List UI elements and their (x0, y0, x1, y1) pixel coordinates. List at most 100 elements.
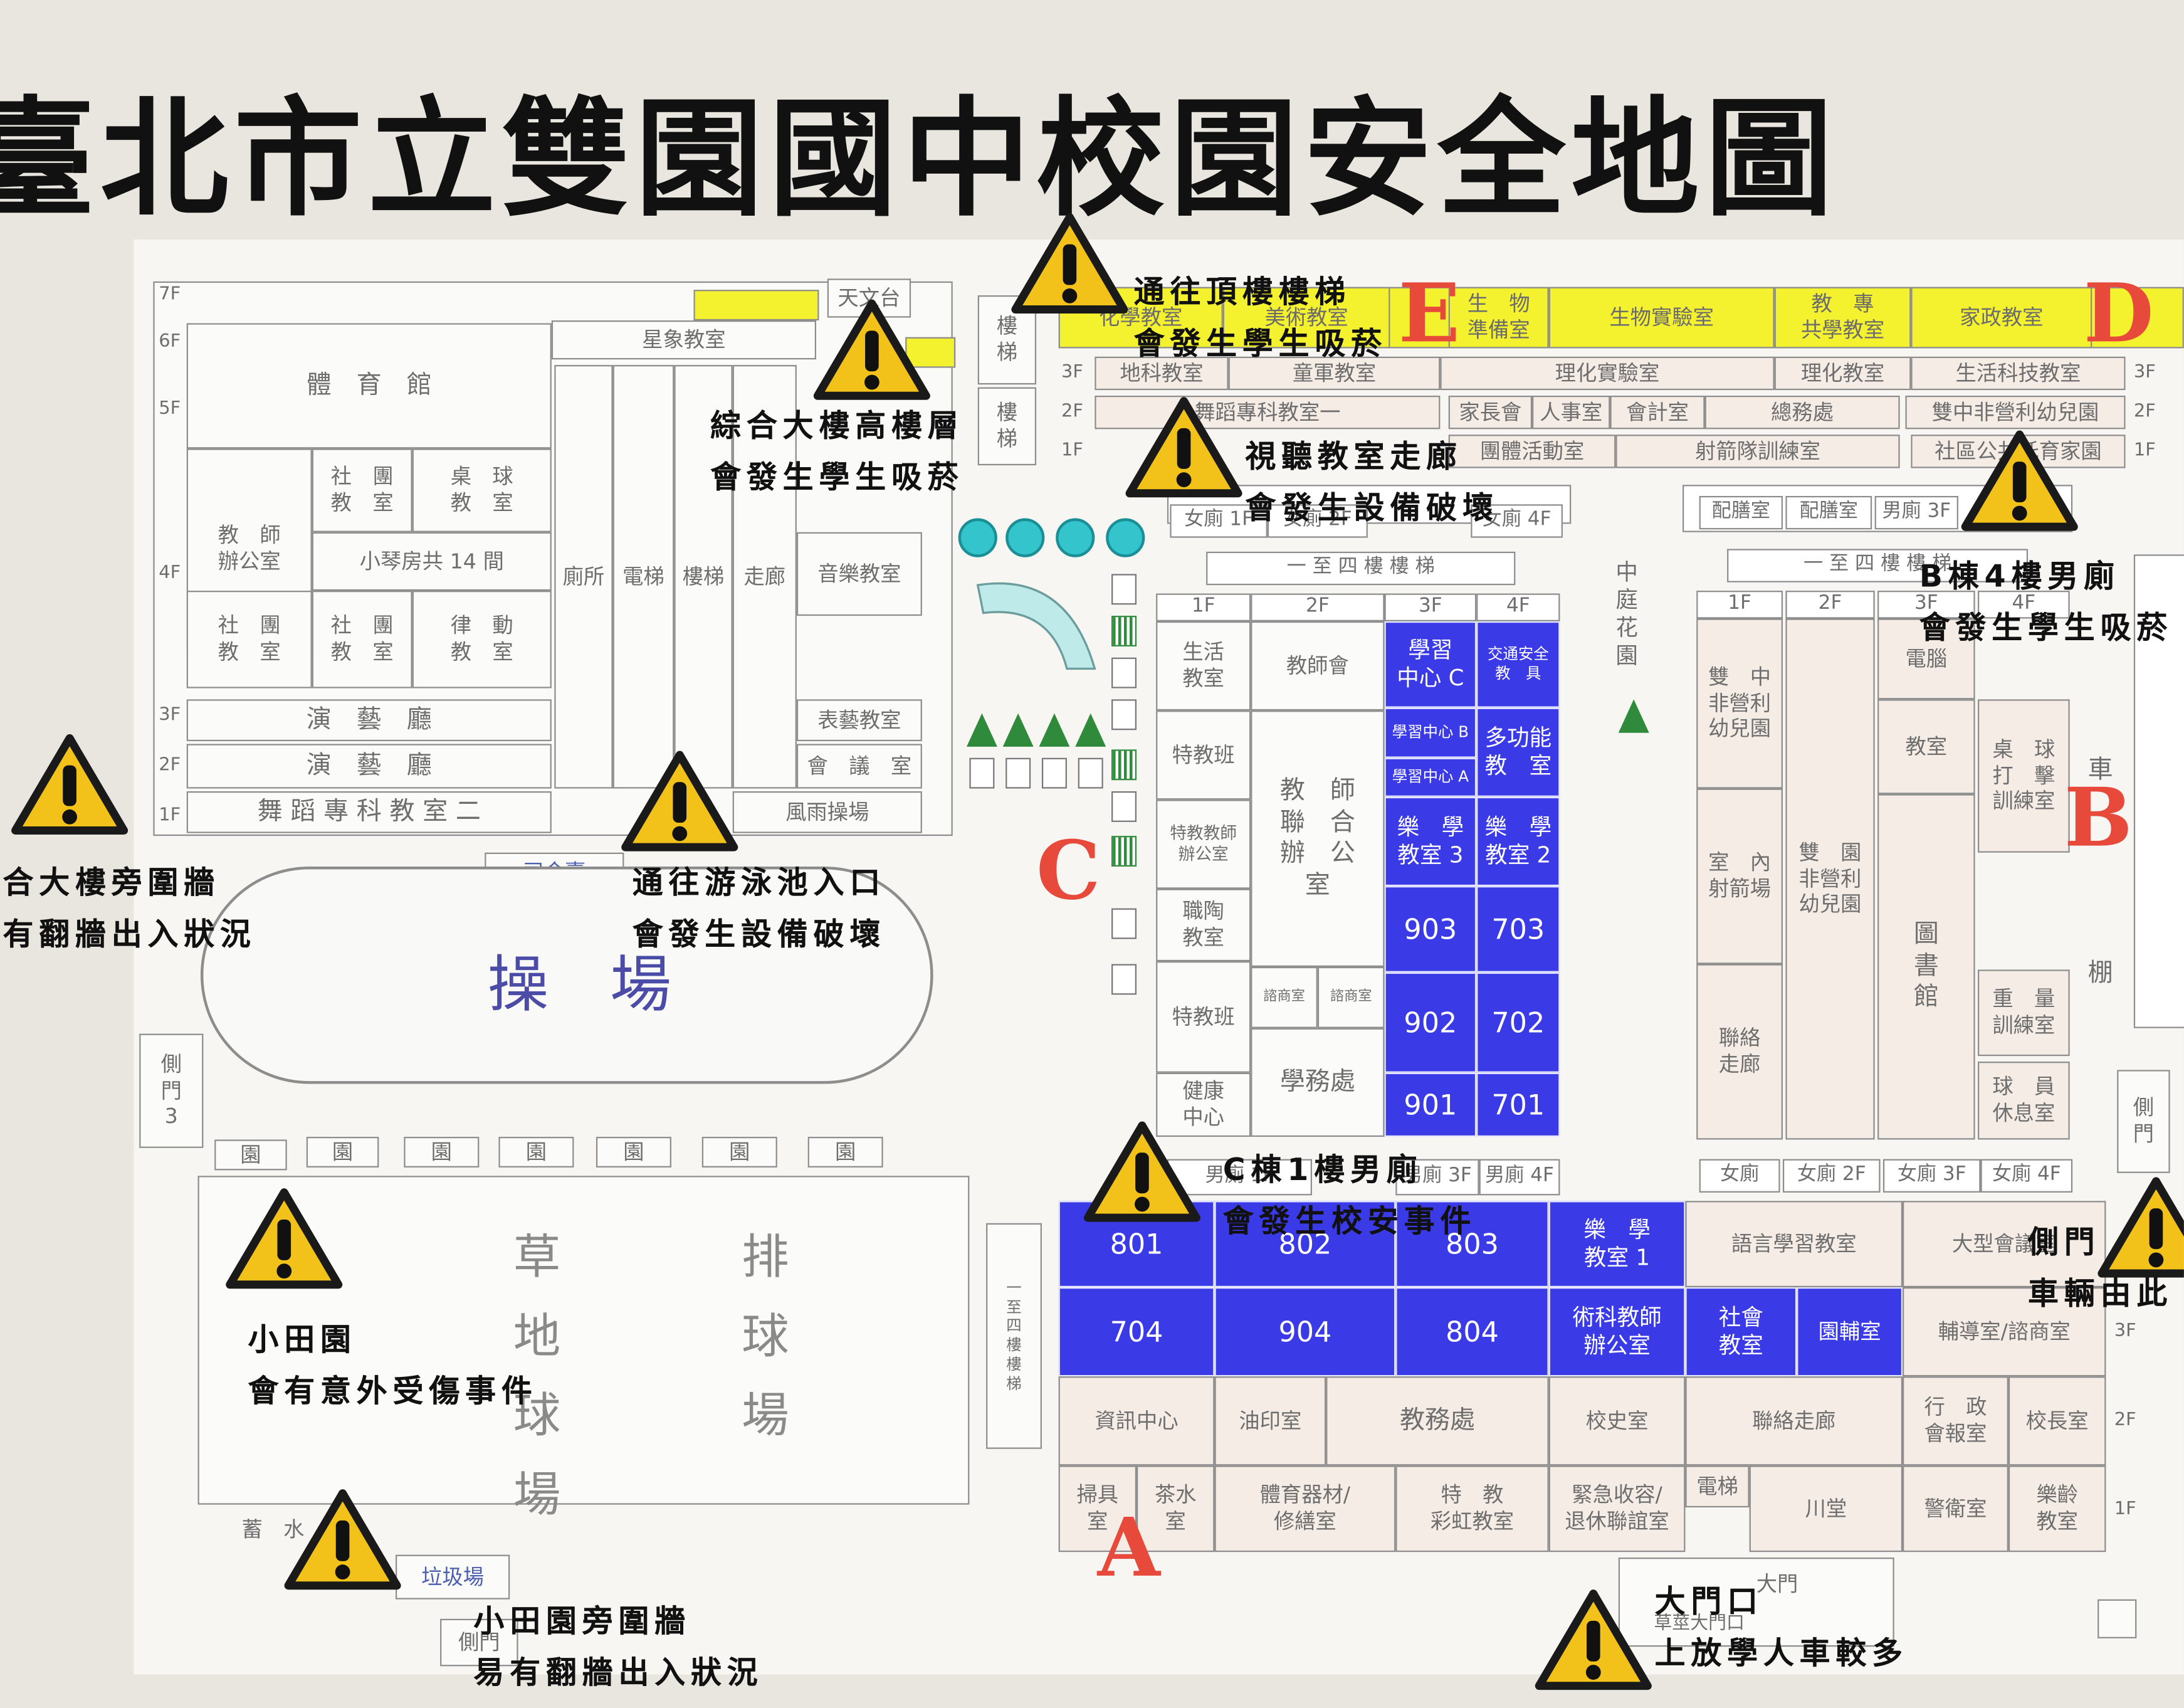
room-cleaning: 掃具 室 (1058, 1465, 1137, 1552)
bench (969, 757, 995, 789)
b-preschool-2: 雙 園 非營利 幼兒園 (1785, 618, 1875, 1140)
room-multipurpose: 多功能 教 室 (1476, 707, 1560, 797)
garden-plot: 園 (306, 1137, 379, 1168)
room-tea: 茶水 室 (1137, 1465, 1215, 1552)
c-hdr-4f: 4F (1476, 593, 1560, 621)
room-counseling: 輔導室/諮商室 (1903, 1287, 2106, 1377)
room-joy-3: 樂 學 教室 3 (1384, 796, 1477, 887)
room-elevator-a: 電梯 (1685, 1465, 1750, 1508)
west-toilets: 廁所 (554, 365, 613, 789)
warning-icon (1125, 396, 1242, 498)
room-804[interactable]: 804 (1395, 1287, 1549, 1377)
room-704[interactable]: 704 (1058, 1287, 1215, 1377)
room-803[interactable]: 803 (1395, 1201, 1549, 1287)
room-art-teacher: 術科教師 辦公室 (1548, 1287, 1686, 1377)
bench (1111, 908, 1137, 939)
room-teacher-union: 教師會 (1251, 621, 1385, 711)
running-track (200, 866, 933, 1084)
bench (1078, 757, 1103, 789)
b-hdr-2f: 2F (1785, 591, 1875, 619)
c-toilet-4f: 女廁 4F (1471, 504, 1563, 538)
warning-b4-toilet: B棟4樓男廁 會發生學生吸菸 (1919, 560, 2173, 647)
room-scout: 童軍教室 (1228, 356, 1441, 391)
room-home-ec: 家政教室 (1911, 287, 2092, 349)
room-joy-1: 樂 學 教室 1 (1548, 1201, 1686, 1287)
b-toilet-3f: 男廁 3F (1874, 495, 1958, 530)
warning-c1-toilet: C棟1樓男廁 會發生校安事件 (1222, 1153, 1477, 1241)
pond-circle (1106, 518, 1145, 557)
side-gate-3[interactable]: 側 門 3 (139, 1033, 204, 1148)
room-pta: 家長會 (1448, 396, 1533, 430)
room-802[interactable]: 802 (1214, 1201, 1396, 1287)
main-gate-sub: 草莖大門口 (1654, 1613, 1745, 1634)
room-social: 社會 教室 (1685, 1287, 1797, 1377)
pond-circle (1056, 518, 1095, 557)
room-701[interactable]: 701 (1476, 1072, 1560, 1137)
room-learning-b: 學習中心 B (1384, 707, 1477, 758)
d-floor-2f: 2F (1061, 401, 1084, 423)
garden-plot: 園 (214, 1139, 287, 1171)
room-theater-3f: 演 藝 廳 (186, 699, 552, 742)
room-admin-meeting: 行 政 會報室 (1903, 1376, 2008, 1466)
floor-label-5f: 5F (159, 398, 181, 419)
garden-plot: 園 (807, 1137, 883, 1168)
room-colearn: 教 專 共學教室 (1774, 287, 1911, 349)
warning-icon (226, 1187, 343, 1290)
room-904[interactable]: 904 (1214, 1287, 1396, 1377)
warning-icon (11, 733, 129, 836)
a-floor-3f: 3F (2114, 1321, 2136, 1342)
room-903[interactable]: 903 (1384, 886, 1477, 973)
room-life: 生活 教室 (1156, 621, 1251, 711)
tree-icon (1002, 713, 1034, 747)
room-personnel: 人事室 (1532, 396, 1610, 430)
bench (1111, 657, 1137, 688)
room-physics-lab: 理化實驗室 (1440, 356, 1775, 391)
building-letter-b: B (2064, 770, 2133, 865)
b-corridor: 聯絡 走廊 (1696, 964, 1783, 1140)
room-special-1: 特教班 (1156, 710, 1251, 800)
room-902[interactable]: 902 (1384, 972, 1477, 1073)
pond-circle (958, 518, 997, 557)
room-emergency: 緊急收容/ 退休聯誼室 (1548, 1465, 1686, 1552)
side-gate-right[interactable]: 側 門 (2117, 1070, 2170, 1173)
room-901[interactable]: 901 (1384, 1072, 1477, 1137)
room-piano: 小琴房共 14 間 (312, 532, 552, 591)
d-floor-3f-r: 3F (2133, 362, 2156, 384)
bench (1005, 757, 1031, 789)
side-stairs-2: 樓 梯 (977, 387, 1037, 466)
main-gate-label[interactable]: 大門 (1756, 1571, 1798, 1596)
tree-icon (1039, 713, 1070, 747)
bench (1111, 791, 1137, 822)
a-floor-1f: 1F (2114, 1499, 2136, 1521)
room-dance-special: 舞 蹈 專 科 教 室 二 (186, 791, 552, 833)
warning-roof-stairs: 通往頂樓樓梯 會發生學生吸菸 (1133, 275, 1388, 363)
bench (1111, 699, 1137, 730)
tree-icon (1618, 699, 1649, 733)
room-702[interactable]: 702 (1476, 972, 1560, 1073)
room-counsel-2: 諮商室 (1317, 966, 1385, 1028)
room-big-meeting: 大型會議室 (1903, 1201, 2106, 1287)
warning-icon (1011, 212, 1128, 315)
room-learning-c: 學習 中心 C (1384, 621, 1477, 708)
b-annex (2133, 554, 2184, 1028)
garbage-area: 垃圾場 (396, 1554, 510, 1600)
room-703[interactable]: 703 (1476, 886, 1560, 973)
warning-icon (1084, 1120, 1201, 1223)
b-hdr-3f: 3F (1877, 591, 1975, 619)
warning-icon (1961, 429, 2078, 532)
grass-field-area (197, 1176, 970, 1505)
yellow-block-6f (905, 337, 956, 368)
bench (1041, 757, 1067, 789)
garden-plot: 園 (596, 1137, 671, 1168)
side-gate-bottom[interactable]: 側門 (440, 1618, 518, 1667)
room-guidance-aux: 園輔室 (1797, 1287, 1903, 1377)
room-sports-equip: 體育器材/ 修繕室 (1214, 1465, 1396, 1552)
room-bio-lab: 生物實驗室 (1548, 287, 1775, 349)
b-pingpong-train: 桌 球 打 擊 訓練室 (1978, 699, 2070, 853)
room-star: 星象教室 (551, 320, 817, 360)
room-history: 校史室 (1548, 1376, 1686, 1466)
c-toilet-m-1f: 男廁 1F (1167, 1159, 1312, 1196)
b-hdr-4f: 4F (1978, 591, 2070, 619)
room-pingpong: 桌 球 教 室 (412, 448, 552, 532)
